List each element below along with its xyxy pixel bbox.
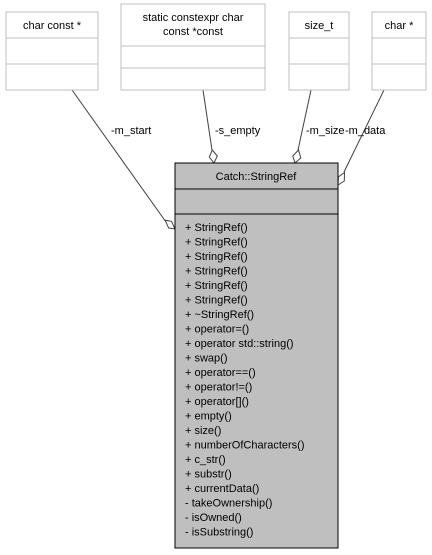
method-item: + ~StringRef(): [185, 309, 254, 321]
box-title: size_t: [305, 20, 334, 32]
box-title-line-1: static constexpr char: [143, 12, 244, 24]
method-item: + StringRef(): [185, 251, 248, 263]
method-item: + operator!=(): [185, 382, 252, 394]
class-name: Catch::StringRef: [216, 171, 298, 183]
method-item: + currentData(): [185, 483, 259, 495]
box-title-line-2: const *const: [163, 26, 223, 38]
edge-label: -m_data: [345, 125, 386, 137]
method-item: + operator==(): [185, 367, 256, 379]
method-item: - takeOwnership(): [185, 498, 272, 510]
method-item: + operator std::string(): [185, 338, 294, 350]
method-item: + operator=(): [185, 324, 249, 336]
dependency-box-char-ptr[interactable]: char *: [371, 11, 427, 91]
edges: -m_start -s_empty -m_size -m_data: [71, 89, 386, 230]
method-item: + operator[](): [185, 396, 249, 408]
edge-m-data: -m_data: [337, 89, 386, 186]
box-title: char *: [385, 20, 414, 32]
method-item: - isOwned(): [185, 512, 242, 524]
method-item: + StringRef(): [185, 295, 248, 307]
edge-label: -s_empty: [215, 125, 261, 137]
edge-m-size: -m_size: [292, 89, 345, 164]
edge-label: -m_start: [111, 125, 151, 137]
method-item: + numberOfCharacters(): [185, 440, 305, 452]
method-item: + size(): [185, 425, 221, 437]
method-item: + StringRef(): [185, 280, 248, 292]
dependency-box-size-t[interactable]: size_t: [288, 11, 350, 91]
edge-line: [202, 89, 213, 151]
dependency-box-static-constexpr[interactable]: static constexpr char const *const: [120, 3, 266, 91]
edge-m-start: -m_start: [71, 89, 176, 230]
method-item: - isSubstring(): [185, 527, 253, 539]
edge-label: -m_size: [306, 125, 345, 137]
dependency-box-char-const-ptr[interactable]: char const *: [5, 11, 99, 91]
aggregation-diamond: [337, 171, 346, 186]
method-item: + empty(): [185, 411, 232, 423]
edge-line: [297, 89, 312, 151]
method-item: + StringRef(): [185, 237, 248, 249]
method-item: + StringRef(): [185, 266, 248, 278]
edge-line: [71, 89, 167, 223]
aggregation-diamond: [292, 149, 302, 164]
edge-s-empty: -s_empty: [202, 89, 261, 164]
aggregation-diamond: [208, 149, 218, 164]
method-item: + swap(): [185, 353, 228, 365]
aggregation-diamond: [164, 219, 176, 230]
box-title: char const *: [23, 20, 82, 32]
method-item: + substr(): [185, 469, 232, 481]
method-item: + StringRef(): [185, 222, 248, 234]
edge-line: [343, 89, 385, 173]
main-class-box[interactable]: Catch::StringRef + StringRef()+ StringRe…: [174, 162, 339, 549]
method-item: + c_str(): [185, 454, 226, 466]
method-list: + StringRef() + StringRef() + StringRef() +…: [185, 222, 305, 539]
